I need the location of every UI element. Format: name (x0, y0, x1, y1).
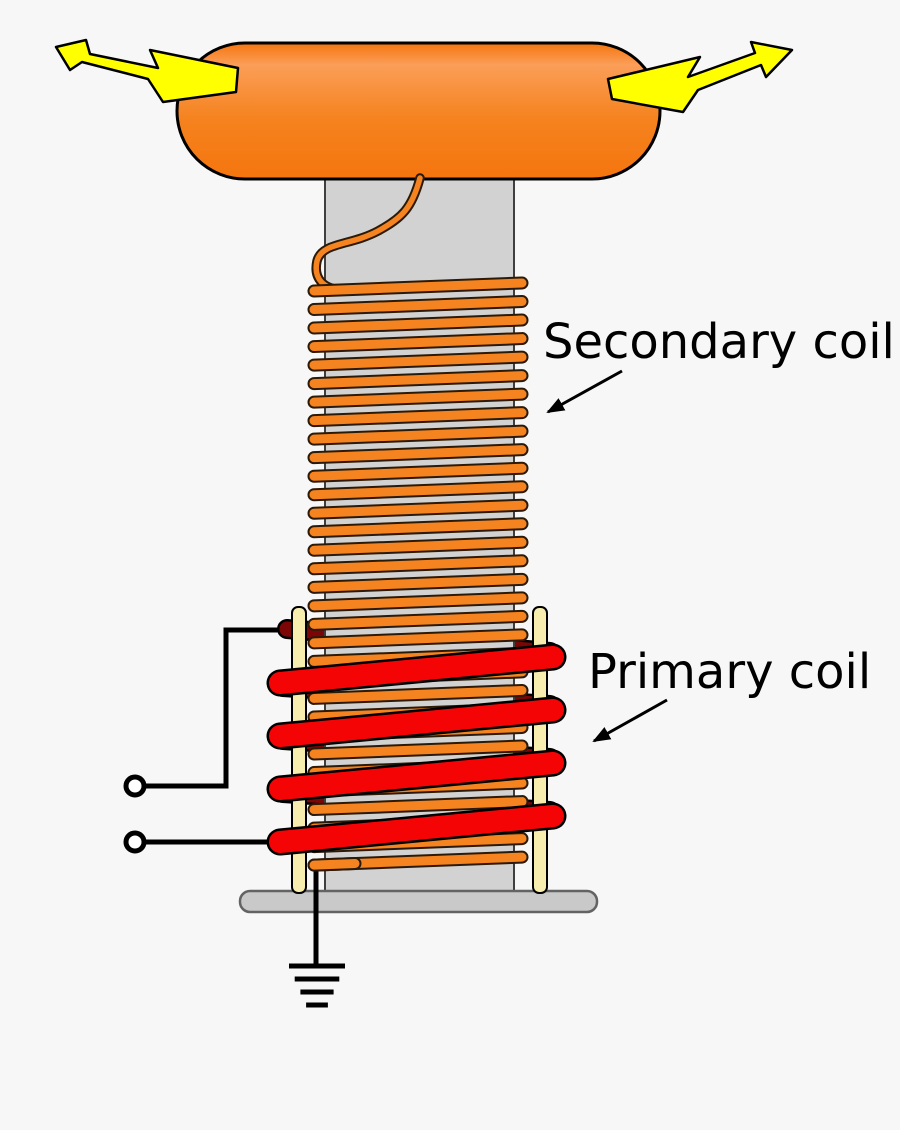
secondary-turn (309, 593, 527, 611)
secondary-turn (309, 500, 527, 518)
secondary-turn (309, 556, 527, 574)
primary-turn (269, 805, 564, 853)
primary-turn (269, 752, 564, 800)
secondary-turn (309, 315, 527, 333)
secondary-turn (309, 297, 527, 315)
secondary-turn (309, 537, 527, 555)
lightning-bolt-right-icon (606, 40, 794, 114)
secondary-turn (309, 445, 527, 463)
secondary-turn (309, 352, 527, 370)
secondary-turn (309, 611, 527, 629)
secondary-turn (309, 334, 527, 352)
ground-symbol (289, 963, 345, 1008)
primary-turn (269, 699, 564, 747)
secondary-turn (309, 630, 527, 648)
input-terminal-top (123, 774, 147, 798)
secondary-label: Secondary coil (543, 314, 895, 370)
primary-label: Primary coil (588, 644, 871, 700)
secondary-turn (309, 797, 527, 815)
secondary-turn (309, 278, 527, 296)
input-terminal-bottom (123, 830, 147, 854)
secondary-turn (309, 685, 527, 703)
ground-connection (289, 866, 345, 1008)
secondary-turn (309, 463, 527, 481)
secondary-turn (309, 519, 527, 537)
secondary-bottom-turn-end (307, 857, 362, 872)
base-plate (238, 889, 599, 914)
secondary-turn (309, 408, 527, 426)
primary-winding (266, 643, 567, 856)
primary-top-lead-wire (146, 627, 287, 789)
lightning-bolt-left-icon (54, 38, 240, 104)
secondary-turn (309, 741, 527, 759)
primary-label-arrow (592, 698, 668, 743)
secondary-turn-end (309, 859, 360, 870)
secondary-label-arrow (546, 369, 623, 414)
secondary-turn (309, 482, 527, 500)
secondary-turn (309, 574, 527, 592)
toroid-lead-wire (313, 175, 423, 293)
toroid-topload (175, 41, 662, 181)
secondary-turn (309, 426, 527, 444)
primary-turn (269, 646, 564, 694)
secondary-turn (309, 371, 527, 389)
secondary-winding (307, 276, 529, 872)
secondary-turn (309, 389, 527, 407)
